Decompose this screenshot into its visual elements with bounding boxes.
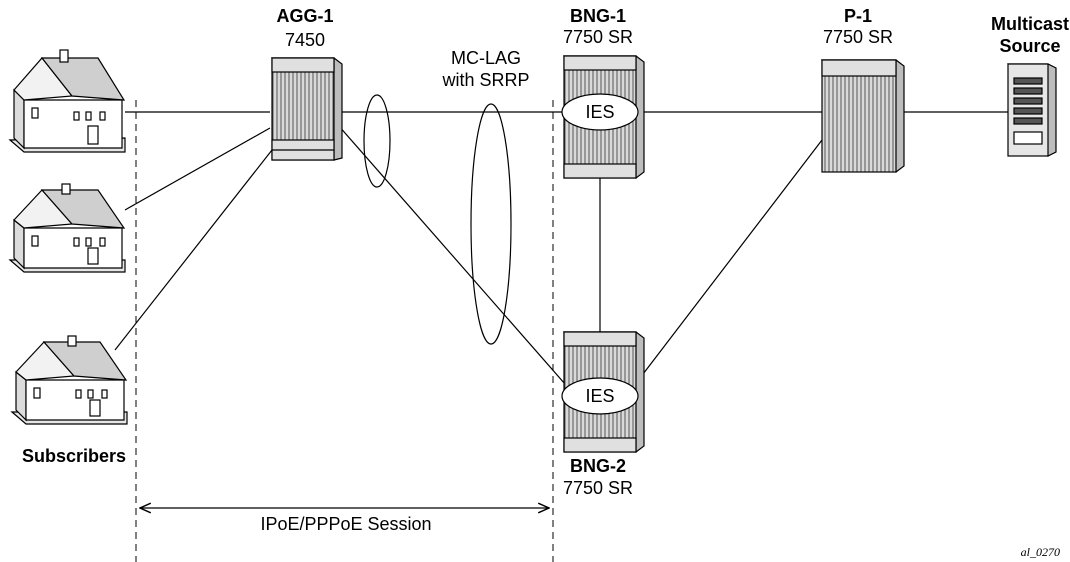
link-agg1-bng2 <box>338 125 565 384</box>
session-label: IPoE/PPPoE Session <box>260 514 431 534</box>
bng1-name: BNG-1 <box>570 6 626 26</box>
mclag-ellipse <box>471 104 511 344</box>
subscribers-label: Subscribers <box>22 446 126 466</box>
house-icon <box>12 336 127 424</box>
source-label-line2: Source <box>999 36 1060 56</box>
multicast-server-icon <box>1008 64 1056 156</box>
p1-router-icon <box>822 60 904 172</box>
agg1-name: AGG-1 <box>276 6 333 26</box>
mclag-label-line2: with SRRP <box>441 70 529 90</box>
house-icon <box>10 184 125 272</box>
p1-model: 7750 SR <box>823 27 893 47</box>
bng2-model: 7750 SR <box>563 478 633 498</box>
link-bng2-p1 <box>640 140 822 378</box>
source-label-line1: Multicast <box>991 14 1069 34</box>
house-icon <box>10 50 125 152</box>
link-house2-agg1 <box>125 128 270 210</box>
bng1-ies-label: IES <box>585 102 614 122</box>
agg1-model: 7450 <box>285 30 325 50</box>
p1-name: P-1 <box>844 6 872 26</box>
mclag-label-line1: MC-LAG <box>451 48 521 68</box>
figure-ref: al_0270 <box>1021 545 1060 559</box>
dashed-boundaries <box>136 100 553 562</box>
lag-ellipse-small <box>364 95 390 187</box>
bng1-model: 7750 SR <box>563 27 633 47</box>
agg1-switch-icon <box>272 58 342 160</box>
bng2-ies-label: IES <box>585 386 614 406</box>
bng2-name: BNG-2 <box>570 456 626 476</box>
link-house3-agg1 <box>115 150 272 350</box>
